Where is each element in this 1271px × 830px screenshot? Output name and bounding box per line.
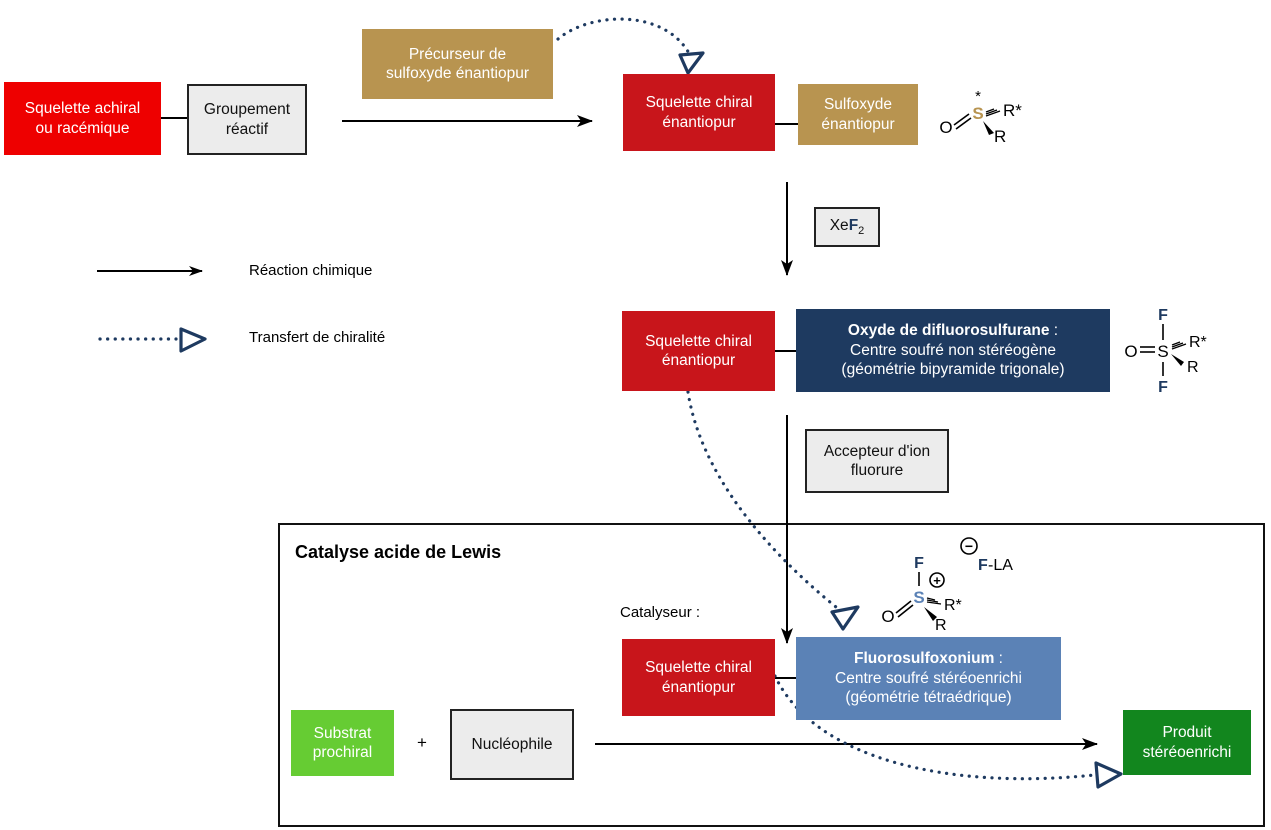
substrate-line-1: Substrat xyxy=(313,724,372,742)
difluoro-structure: F S O R* R F xyxy=(1124,307,1206,396)
chiral3-line-2: énantiopur xyxy=(661,678,736,696)
achiral-skeleton-box: Squelette achiral ou racémique xyxy=(4,82,161,155)
difluoro-f-top: F xyxy=(1158,307,1168,324)
transfer-chiral-to-fluorosulfoxonium xyxy=(686,390,838,609)
plus-sign: + xyxy=(417,733,427,752)
sulfoxide-structure: * S O R* R xyxy=(939,88,1022,146)
counterion-f: F xyxy=(978,557,988,574)
legend-reaction-label: Réaction chimique xyxy=(249,262,373,279)
legend-transfer-label: Transfert de chiralité xyxy=(249,329,386,346)
sulfoxide-sulfur: S xyxy=(972,104,983,123)
oxide-line-1: Centre soufré non stéréogène xyxy=(850,341,1056,359)
reactive-line-1: Groupement xyxy=(203,101,291,119)
fluoro-f: F xyxy=(914,555,924,572)
fluoride-acceptor-box: Accepteur d'ion fluorure xyxy=(805,429,949,493)
fluoro-plus-charge xyxy=(929,572,945,588)
precursor-line-2: sulfoxyde énantiopur xyxy=(385,65,530,82)
chiral-skeleton-box-2: Squelette chiral énantiopur xyxy=(622,311,775,391)
legend-transfer-head xyxy=(179,327,207,353)
enantiopure-sulfoxide-box: Sulfoxyde énantiopur xyxy=(798,84,918,145)
counterion-la: -LA xyxy=(988,557,1013,574)
acceptor-line-2: fluorure xyxy=(850,462,904,479)
substrate-line-2: prochiral xyxy=(312,744,373,761)
product-line-2: stéréoenrichi xyxy=(1142,743,1232,761)
counterion-minus-sign: − xyxy=(965,538,973,554)
sulfoxide-star: * xyxy=(975,88,981,105)
fluorosulfoxonium-structure: F S + O R* R − F -LA xyxy=(881,537,1013,634)
precursor-line-1: Précurseur de xyxy=(408,45,507,63)
oxide-title: Oxyde de difluorosulfurane xyxy=(847,322,1050,340)
fluoro-colon: : xyxy=(994,650,1003,668)
sulfoxide-r-star: R* xyxy=(1003,101,1022,120)
prochiral-substrate-box: Substrat prochiral xyxy=(291,710,394,776)
stereoenriched-product-box: Produit stéréoenrichi xyxy=(1123,710,1251,775)
lewis-catalysis-frame xyxy=(278,523,1265,827)
chiral-skeleton-box-3: Squelette chiral énantiopur xyxy=(622,639,775,716)
sulfoxide-r: R xyxy=(994,127,1006,146)
sulfoxide-line-2: énantiopur xyxy=(821,115,895,133)
transfer-product-head xyxy=(1094,761,1123,789)
product-line-1: Produit xyxy=(1162,724,1212,742)
transfer-precursor-head xyxy=(678,51,705,75)
difluoro-r: R xyxy=(1187,359,1199,376)
chiral2-line-2: énantiopur xyxy=(661,352,736,369)
xef2-reagent-box: XeF2 xyxy=(814,207,880,247)
xef2-sub: 2 xyxy=(858,224,865,237)
counterion-minus-charge xyxy=(960,537,978,555)
fluoro-title: Fluorosulfoxonium xyxy=(854,650,995,668)
sulfoxide-oxygen: O xyxy=(939,118,952,137)
chiral3-line-1: Squelette chiral xyxy=(645,659,752,677)
fluorosulfoxonium-box: Fluorosulfoxonium : Centre soufré stéréo… xyxy=(796,637,1061,720)
chiral1-line-2: énantiopur xyxy=(662,113,736,131)
oxide-line-2: (géométrie bipyramide trigonale) xyxy=(841,361,1065,379)
difluoro-oxygen: O xyxy=(1124,342,1137,361)
acceptor-line-1: Accepteur d'ion xyxy=(823,442,931,460)
sulfoxide-line-1: Sulfoxyde xyxy=(823,96,893,114)
reactive-line-2: réactif xyxy=(225,120,269,138)
fluoro-r-star: R* xyxy=(944,597,962,614)
fluoro-line-2: (géométrie tétraédrique) xyxy=(845,689,1012,707)
lewis-catalysis-title: Catalyse acide de Lewis xyxy=(295,542,502,562)
sulfoxide-precursor-box: Précurseur de sulfoxyde énantiopur xyxy=(362,29,553,99)
xef2-xe: Xe xyxy=(829,216,849,234)
xef2-formula: XeF2 xyxy=(830,216,865,239)
fluoro-r: R xyxy=(935,617,947,634)
oxide-colon: : xyxy=(1049,322,1059,340)
fluoro-line-1: Centre soufré stéréoenrichi xyxy=(835,669,1022,687)
achiral-line-2: ou racémique xyxy=(35,119,130,137)
fluoro-title-line: Fluorosulfoxonium : xyxy=(854,649,1003,668)
difluoro-sulfur: S xyxy=(1157,342,1168,361)
transfer-fluoro-head xyxy=(830,605,860,631)
chiral-skeleton-box-1: Squelette chiral énantiopur xyxy=(623,74,775,151)
chiral1-line-1: Squelette chiral xyxy=(645,94,753,112)
fluoro-sulfur: S xyxy=(913,588,924,607)
chiral2-line-1: Squelette chiral xyxy=(645,332,752,350)
transfer-precursor-to-chiral xyxy=(556,17,692,57)
nucleophile-label: Nucléophile xyxy=(471,735,553,753)
difluorosulfurane-oxide-box: Oxyde de difluorosulfurane : Centre souf… xyxy=(796,309,1110,392)
oxide-title-line: Oxyde de difluorosulfurane : xyxy=(848,321,1058,340)
xef2-f: F xyxy=(848,216,859,234)
nucleophile-box: Nucléophile xyxy=(450,709,574,780)
difluoro-f-bottom: F xyxy=(1158,379,1168,396)
achiral-line-1: Squelette achiral xyxy=(24,100,141,118)
catalyst-label: Catalyseur : xyxy=(620,604,701,621)
difluoro-r-star: R* xyxy=(1189,334,1207,351)
fluoro-oxygen: O xyxy=(881,607,894,626)
fluoro-plus-sign: + xyxy=(933,573,941,588)
reactive-group-box: Groupement réactif xyxy=(187,84,307,155)
